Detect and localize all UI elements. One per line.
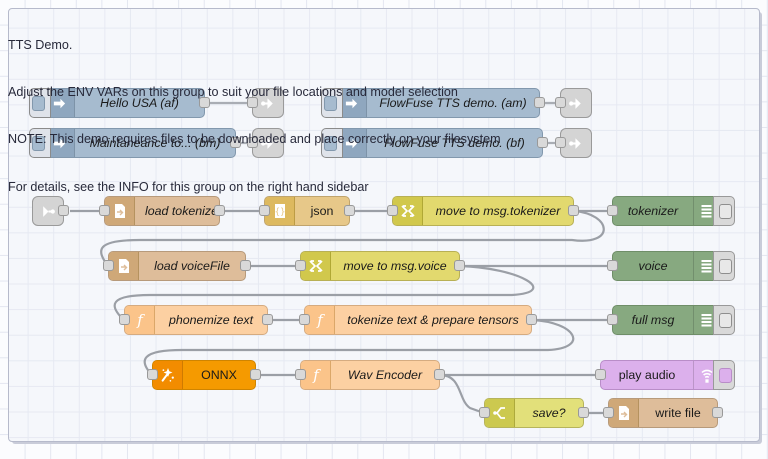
input-port[interactable] — [603, 407, 614, 418]
node-label: save? — [532, 406, 566, 420]
node-label: Wav Encoder — [347, 368, 423, 382]
switch-node-save[interactable]: save? — [479, 398, 589, 428]
debug-toggle-button[interactable] — [713, 251, 735, 281]
function-node-phonemize-text[interactable]: f phonemize text — [119, 305, 273, 335]
node-label: phonemize text — [168, 313, 254, 327]
file-in-node-load-voicefile[interactable]: load voiceFile — [103, 251, 251, 281]
node-label: play audio — [618, 368, 676, 382]
node-label: ONNX — [201, 368, 237, 382]
group-description: TTS Demo. Adjust the ENV VARs on this gr… — [8, 6, 501, 211]
output-port[interactable] — [434, 369, 445, 380]
input-port[interactable] — [607, 314, 618, 325]
audio-toggle-button[interactable] — [713, 360, 735, 390]
group-description-line-4: For details, see the INFO for this group… — [8, 179, 369, 194]
input-port[interactable] — [479, 407, 490, 418]
node-label: load voiceFile — [154, 259, 230, 273]
debug-toggle-button[interactable] — [713, 305, 735, 335]
group-description-line-2: Adjust the ENV VARs on this group to sui… — [8, 84, 458, 99]
input-port[interactable] — [555, 137, 566, 148]
output-port[interactable] — [712, 407, 723, 418]
input-port[interactable] — [147, 369, 158, 380]
node-label: voice — [638, 259, 668, 273]
output-port[interactable] — [526, 314, 537, 325]
link-out-node[interactable] — [555, 128, 592, 158]
output-port[interactable] — [454, 260, 465, 271]
input-port[interactable] — [119, 314, 130, 325]
debug-toggle-button[interactable] — [713, 196, 735, 226]
output-port[interactable] — [262, 314, 273, 325]
link-out-icon — [568, 97, 581, 109]
change-node-move-to-voice[interactable]: move to msg.voice — [295, 251, 465, 281]
wire-wavencoder-save — [439, 373, 485, 415]
group-description-line-1: TTS Demo. — [8, 37, 73, 52]
debug-node-voice[interactable]: voice — [607, 251, 735, 281]
debug-node-full-msg[interactable]: full msg — [607, 305, 735, 335]
input-port[interactable] — [555, 97, 566, 108]
group-description-line-3: NOTE: This demo requires files to be dow… — [8, 132, 501, 147]
debug-node-tokenizer[interactable]: tokenizer — [607, 196, 735, 226]
output-port[interactable] — [250, 369, 261, 380]
link-out-icon — [568, 137, 581, 149]
input-port[interactable] — [607, 205, 618, 216]
input-port[interactable] — [299, 314, 310, 325]
audio-out-node-play-audio[interactable]: play audio — [595, 360, 735, 390]
svg-text:f: f — [312, 367, 321, 383]
output-port[interactable] — [537, 137, 548, 148]
output-port[interactable] — [568, 205, 579, 216]
input-port[interactable] — [295, 369, 306, 380]
svg-text:f: f — [316, 312, 325, 328]
node-label: tokenize text & prepare tensors — [347, 313, 519, 327]
node-label: move to msg.voice — [343, 259, 447, 273]
svg-text:f: f — [136, 312, 145, 328]
output-port[interactable] — [534, 97, 545, 108]
input-port[interactable] — [607, 260, 618, 271]
output-port[interactable] — [578, 407, 589, 418]
output-port[interactable] — [240, 260, 251, 271]
input-port[interactable] — [295, 260, 306, 271]
onnx-node[interactable]: ONNX — [147, 360, 261, 390]
node-label: full msg — [631, 313, 675, 327]
file-out-node-write-file[interactable]: write file — [603, 398, 723, 428]
input-port[interactable] — [595, 369, 606, 380]
node-label: write file — [655, 406, 701, 420]
node-label: tokenizer — [627, 204, 679, 218]
input-port[interactable] — [103, 260, 114, 271]
function-node-tokenize-prepare-tensors[interactable]: f tokenize text & prepare tensors — [299, 305, 537, 335]
link-out-node[interactable] — [555, 88, 592, 118]
function-node-wav-encoder[interactable]: f Wav Encoder — [295, 360, 445, 390]
